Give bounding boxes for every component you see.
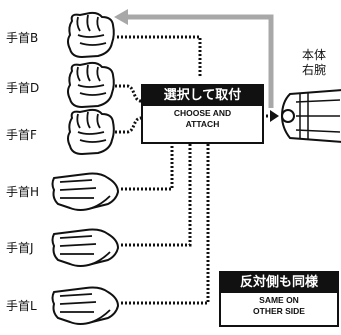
body-label-line2: 右腕 [301, 63, 326, 77]
connector-d [115, 84, 142, 103]
right-arm-icon [280, 89, 341, 143]
fist-hand-icon [67, 61, 115, 109]
choose-box-title: 選択して取付 [143, 86, 262, 106]
open-hand-icon [51, 172, 120, 211]
connector-h [121, 142, 174, 191]
same-other-side-box: 反対側も同様 SAME ON OTHER SIDE [219, 271, 339, 327]
hand-label-d: 手首D [6, 81, 40, 95]
open-hand-icon [51, 228, 120, 267]
connector-j [121, 142, 192, 247]
connector-b [117, 35, 202, 78]
fist-hand-icon [67, 11, 115, 59]
choose-box-line1: CHOOSE AND [173, 108, 232, 118]
same-box-title: 反対側も同様 [221, 273, 337, 293]
return-arrowhead [114, 9, 128, 25]
same-box-line2: OTHER SIDE [253, 306, 305, 316]
return-arrow [126, 14, 274, 108]
hand-label-b: 手首B [6, 31, 39, 45]
fist-hand-icon [67, 108, 115, 156]
body-label-line1: 本体 [301, 48, 326, 62]
same-box-line1: SAME ON [259, 295, 299, 305]
choose-and-attach-box: 選択して取付 CHOOSE AND ATTACH [141, 84, 264, 144]
choose-box-subtitle: CHOOSE AND ATTACH [143, 106, 262, 130]
hand-label-f: 手首F [6, 128, 37, 142]
hand-label-l: 手首L [6, 299, 37, 313]
open-hand-icon [51, 286, 120, 325]
hand-label-h: 手首H [6, 185, 40, 199]
connector-f [115, 116, 142, 134]
body-right-arm-label: 本体 右腕 [294, 48, 334, 78]
box-to-arm-arrowhead [270, 110, 279, 122]
same-box-subtitle: SAME ON OTHER SIDE [221, 293, 337, 317]
hand-label-j: 手首J [6, 241, 34, 255]
choose-box-line2: ATTACH [185, 119, 220, 129]
connector-l [121, 142, 210, 305]
